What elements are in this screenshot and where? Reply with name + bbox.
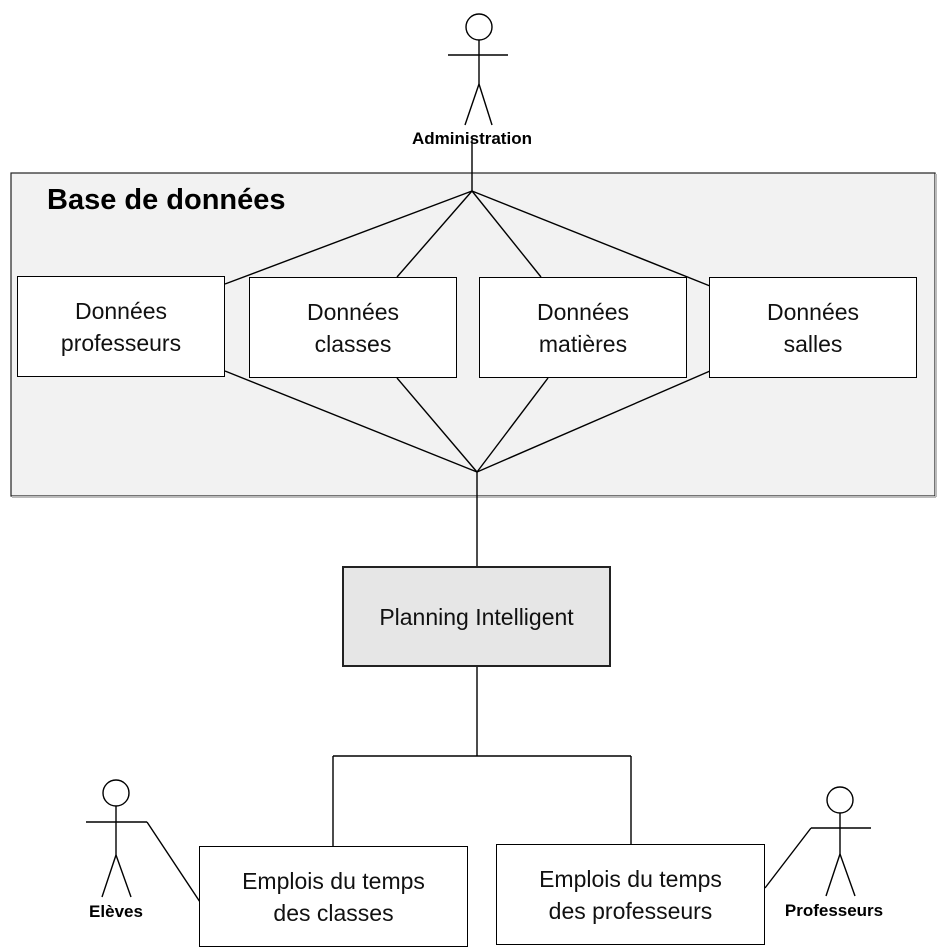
data-box-matieres-line1: Données [536,298,630,325]
data-box-professeurs-line2: professeurs [60,329,182,356]
data-box-classes: Données classes [249,277,457,378]
output-connectors [332,666,632,848]
eleves-actor-icon [86,779,147,898]
eleves-label: Elèves [89,902,143,921]
data-box-classes-line2: classes [314,330,392,357]
data-box-salles-line1: Données [766,298,860,325]
planning-intelligent-box: Planning Intelligent [342,566,611,667]
data-box-classes-line1: Données [306,298,400,325]
data-box-salles-line2: salles [783,330,843,357]
data-box-salles: Données salles [709,277,917,378]
professeurs-label: Professeurs [784,901,884,920]
output-box-professeurs: Emplois du temps des professeurs [496,844,765,945]
professeurs-actor-icon [811,786,871,897]
actor-links [146,821,812,903]
output-box-professeurs-line2: des professeurs [548,897,713,924]
data-box-professeurs-line1: Données [74,297,168,324]
output-box-classes-line2: des classes [273,899,394,926]
data-box-matieres-line2: matières [538,330,628,357]
output-box-classes-line1: Emplois du temps [242,867,425,894]
administration-actor-icon [448,13,508,126]
administration-label: Administration [412,129,532,148]
database-title: Base de données [47,184,286,216]
output-box-classes: Emplois du temps des classes [199,846,468,947]
data-box-matieres: Données matières [479,277,687,378]
planning-intelligent-label: Planning Intelligent [379,603,574,630]
top-connectors [224,140,711,287]
output-box-professeurs-line1: Emplois du temps [539,865,722,892]
bottom-connectors [224,370,711,566]
data-box-professeurs: Données professeurs [17,276,225,377]
